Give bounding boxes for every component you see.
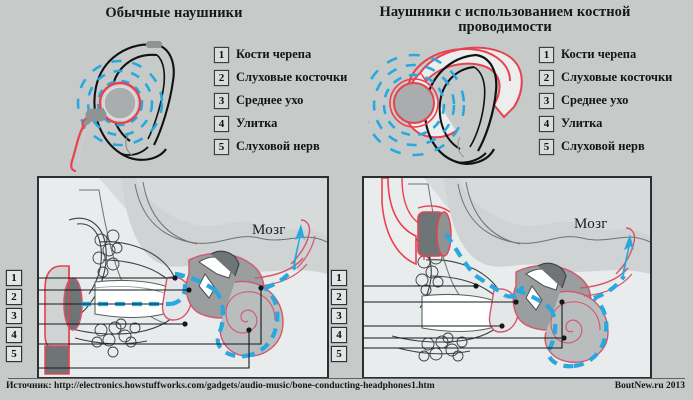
- legend-label: Кости черепа: [561, 47, 637, 61]
- earbud-illustration: [70, 41, 175, 173]
- bone-conduction-headphone-illustration: [368, 46, 523, 165]
- legend-label: Улитка: [236, 116, 278, 130]
- legend-label: Слуховой нерв: [561, 139, 645, 153]
- site-credit: BoutNew.ru 2013: [614, 381, 685, 391]
- anatomy-panel-left: Мозг: [37, 176, 329, 379]
- legend-label: Слуховой нерв: [236, 139, 320, 153]
- legend-number: 2: [539, 69, 554, 86]
- legend-label: Улитка: [561, 116, 603, 130]
- callout-numbers-middle: 1 2 3 4 5: [331, 270, 347, 365]
- callout-number: 4: [6, 327, 22, 343]
- legend-label: Среднее ухо: [561, 93, 629, 107]
- legend-number: 4: [214, 115, 229, 132]
- legend-number: 4: [539, 115, 554, 132]
- callout-number: 3: [331, 308, 347, 324]
- legend-number: 3: [539, 92, 554, 109]
- legend-number: 5: [539, 138, 554, 155]
- callout-number: 5: [331, 346, 347, 362]
- legend-item: 5 Слуховой нерв: [214, 135, 347, 158]
- legend-number: 3: [214, 92, 229, 109]
- callout-number: 3: [6, 308, 22, 324]
- page-title-left: Обычные наушники: [105, 5, 243, 21]
- anatomy-diagram-left: [39, 178, 327, 377]
- legend-number: 2: [214, 69, 229, 86]
- legend-label: Слуховые косточки: [561, 70, 673, 84]
- legend-number: 1: [214, 46, 229, 63]
- footer-divider: [8, 378, 685, 379]
- callout-number: 1: [6, 270, 22, 286]
- callout-number: 1: [331, 270, 347, 286]
- legend-item: 3 Среднее ухо: [539, 89, 672, 112]
- source-attribution: Источник: http://electronics.howstuffwor…: [6, 381, 435, 391]
- brain-label-left: Мозг: [252, 222, 286, 238]
- legend-right: 1 Кости черепа 2 Слуховые косточки 3 Сре…: [539, 43, 672, 158]
- legend-item: 3 Среднее ухо: [214, 89, 347, 112]
- anatomy-panel-right: Мозг: [362, 176, 652, 379]
- legend-item: 2 Слуховые косточки: [539, 66, 672, 89]
- callout-number: 4: [331, 327, 347, 343]
- brain-label-right: Мозг: [574, 216, 608, 232]
- callout-number: 2: [331, 289, 347, 305]
- legend-label: Среднее ухо: [236, 93, 304, 107]
- legend-item: 1 Кости черепа: [214, 43, 347, 66]
- callout-number: 5: [6, 346, 22, 362]
- legend-number: 1: [539, 46, 554, 63]
- legend-item: 5 Слуховой нерв: [539, 135, 672, 158]
- page-title-right: Наушники с использованием костной провод…: [379, 4, 631, 35]
- legend-item: 4 Улитка: [539, 112, 672, 135]
- legend-left: 1 Кости черепа 2 Слуховые косточки 3 Сре…: [214, 43, 347, 158]
- legend-label: Слуховые косточки: [236, 70, 348, 84]
- legend-label: Кости черепа: [236, 47, 312, 61]
- legend-number: 5: [214, 138, 229, 155]
- callout-number: 2: [6, 289, 22, 305]
- legend-item: 2 Слуховые косточки: [214, 66, 347, 89]
- anatomy-diagram-right: [364, 178, 650, 377]
- legend-item: 4 Улитка: [214, 112, 347, 135]
- legend-item: 1 Кости черепа: [539, 43, 672, 66]
- callout-numbers-left: 1 2 3 4 5: [6, 270, 22, 365]
